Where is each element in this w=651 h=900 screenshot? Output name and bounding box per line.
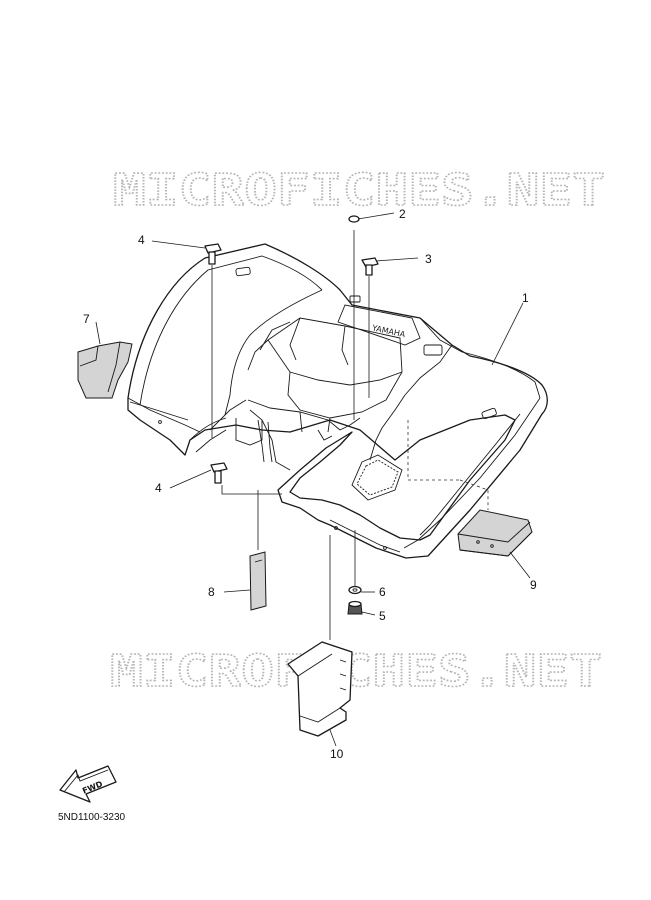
plate-part-9 [457, 509, 533, 557]
callout-9: 9 [530, 578, 537, 592]
callout-3: 3 [425, 252, 432, 266]
callout-10: 10 [330, 747, 344, 761]
callout-4-lower: 4 [155, 481, 162, 495]
nut-part-5 [347, 600, 363, 615]
callout-7: 7 [83, 312, 90, 326]
mudflap-part-7 [77, 341, 133, 399]
callout-1: 1 [522, 291, 529, 305]
fwd-arrow: FWD [59, 765, 117, 803]
callout-2: 2 [399, 207, 406, 221]
rear-fender: YAMAHA [127, 243, 548, 559]
washer-part-6 [348, 585, 362, 595]
bolt-part-4-lower [210, 462, 228, 484]
diagram-code: 5ND1100-3230 [58, 812, 126, 823]
watermark-top: MICROFICHES.NET [113, 165, 605, 216]
flap-part-10 [287, 641, 353, 737]
callout-6: 6 [379, 585, 386, 599]
watermark-bottom: MICROFICHES.NET [110, 646, 602, 697]
callout-4-upper: 4 [138, 233, 145, 247]
callout-8: 8 [208, 585, 215, 599]
callout-5: 5 [379, 609, 386, 623]
grommet-part-2 [348, 215, 360, 223]
bolt-part-4-upper [204, 243, 222, 265]
bolt-part-3 [361, 257, 379, 276]
plate-part-8 [249, 551, 267, 611]
